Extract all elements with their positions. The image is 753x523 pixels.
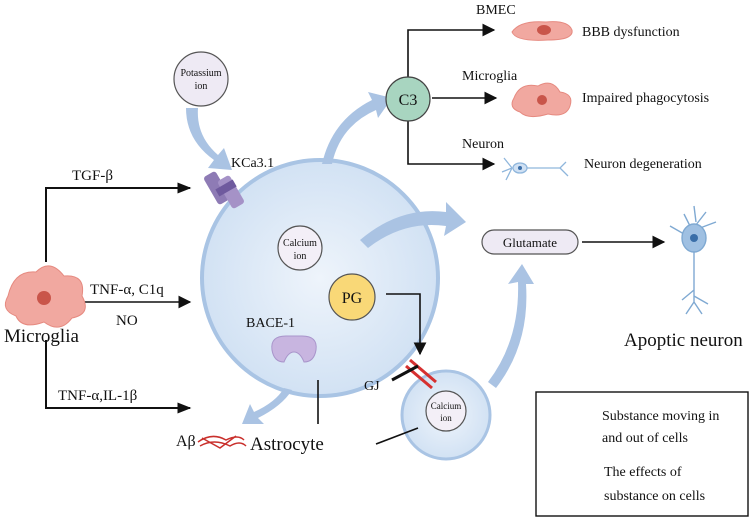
legend-effects-line-2: substance on cells bbox=[604, 489, 705, 504]
calcium-ion-label-1: Calcium bbox=[283, 238, 317, 249]
gj-label: GJ bbox=[364, 379, 380, 394]
target-microglia-effect: Impaired phagocytosis bbox=[582, 91, 709, 106]
apoptic-neuron-icon bbox=[669, 205, 717, 315]
abeta-flow-arrow bbox=[242, 388, 292, 424]
astrocyte-cell bbox=[200, 158, 440, 398]
legend-effects-line-1: The effects of bbox=[604, 465, 682, 480]
tnf-il1b-arrow bbox=[45, 340, 192, 414]
abeta-label: Aβ bbox=[176, 433, 196, 450]
astrocyte-label: Astrocyte bbox=[250, 434, 324, 455]
c3-to-neuron-arrow bbox=[407, 116, 496, 171]
legend-substance-line-1: Substance moving in bbox=[602, 409, 719, 424]
microglia-cell-icon bbox=[4, 265, 86, 328]
tnf-il1b-label: TNF-α,IL-1β bbox=[58, 388, 137, 404]
bmec-cell-icon bbox=[511, 21, 573, 41]
calcium-ion-node bbox=[277, 225, 323, 271]
small-cell-pointer-line bbox=[375, 427, 419, 445]
small-calcium-ion-node bbox=[425, 390, 467, 432]
glutamate-flow-arrow bbox=[360, 202, 466, 248]
target-neuron-label: Neuron bbox=[462, 137, 504, 152]
apoptic-neuron-label: Apoptic neuron bbox=[624, 330, 743, 351]
glutamate-node bbox=[481, 229, 579, 255]
potassium-ion-node bbox=[173, 51, 229, 107]
potassium-ion-label-2: ion bbox=[195, 81, 208, 92]
kca31-channel-icon bbox=[204, 171, 244, 209]
connector-lines bbox=[45, 23, 666, 483]
pg-label: PG bbox=[342, 290, 363, 307]
glutamate-label: Glutamate bbox=[503, 235, 557, 250]
target-bmec-label: BMEC bbox=[476, 3, 516, 18]
no-label: NO bbox=[116, 313, 138, 329]
pg-node bbox=[328, 273, 376, 321]
small-calcium-ion-label-2: ion bbox=[440, 413, 452, 423]
potassium-ion-label-1: Potassium bbox=[180, 68, 221, 79]
gap-junction bbox=[391, 358, 437, 390]
target-bmec-effect: BBB dysfunction bbox=[582, 25, 680, 40]
target-microglia-label: Microglia bbox=[462, 69, 518, 84]
calcium-ion-label-2: ion bbox=[294, 251, 307, 262]
bace1-enzyme-icon bbox=[271, 335, 317, 363]
small-calcium-ion-label-1: Calcium bbox=[431, 401, 462, 411]
small-cell-glutamate-arrow bbox=[488, 264, 534, 388]
target-microglia-cell-icon bbox=[511, 82, 572, 118]
c3-to-bmec-arrow bbox=[407, 23, 496, 82]
tgf-beta-label: TGF-β bbox=[72, 168, 113, 184]
legend-box bbox=[535, 391, 749, 517]
tnf-c1q-label: TNF-α, C1q bbox=[90, 282, 164, 298]
c3-flow-arrow bbox=[322, 92, 392, 164]
abeta-fibril-icon bbox=[197, 435, 247, 449]
kca31-label: KCa3.1 bbox=[231, 156, 274, 171]
legend-substance-line-2: and out of cells bbox=[602, 431, 688, 446]
potassium-flow-arrow bbox=[186, 108, 232, 170]
bace1-label: BACE-1 bbox=[246, 316, 295, 331]
target-neuron-cell-icon bbox=[501, 157, 569, 181]
pg-to-small-cell-arrow bbox=[386, 293, 427, 356]
tgf-beta-arrow bbox=[45, 182, 192, 262]
microglia-left-label: Microglia bbox=[4, 326, 79, 347]
c3-label: C3 bbox=[399, 92, 418, 109]
c3-node bbox=[385, 76, 431, 122]
target-neuron-effect: Neuron degeneration bbox=[584, 157, 702, 172]
